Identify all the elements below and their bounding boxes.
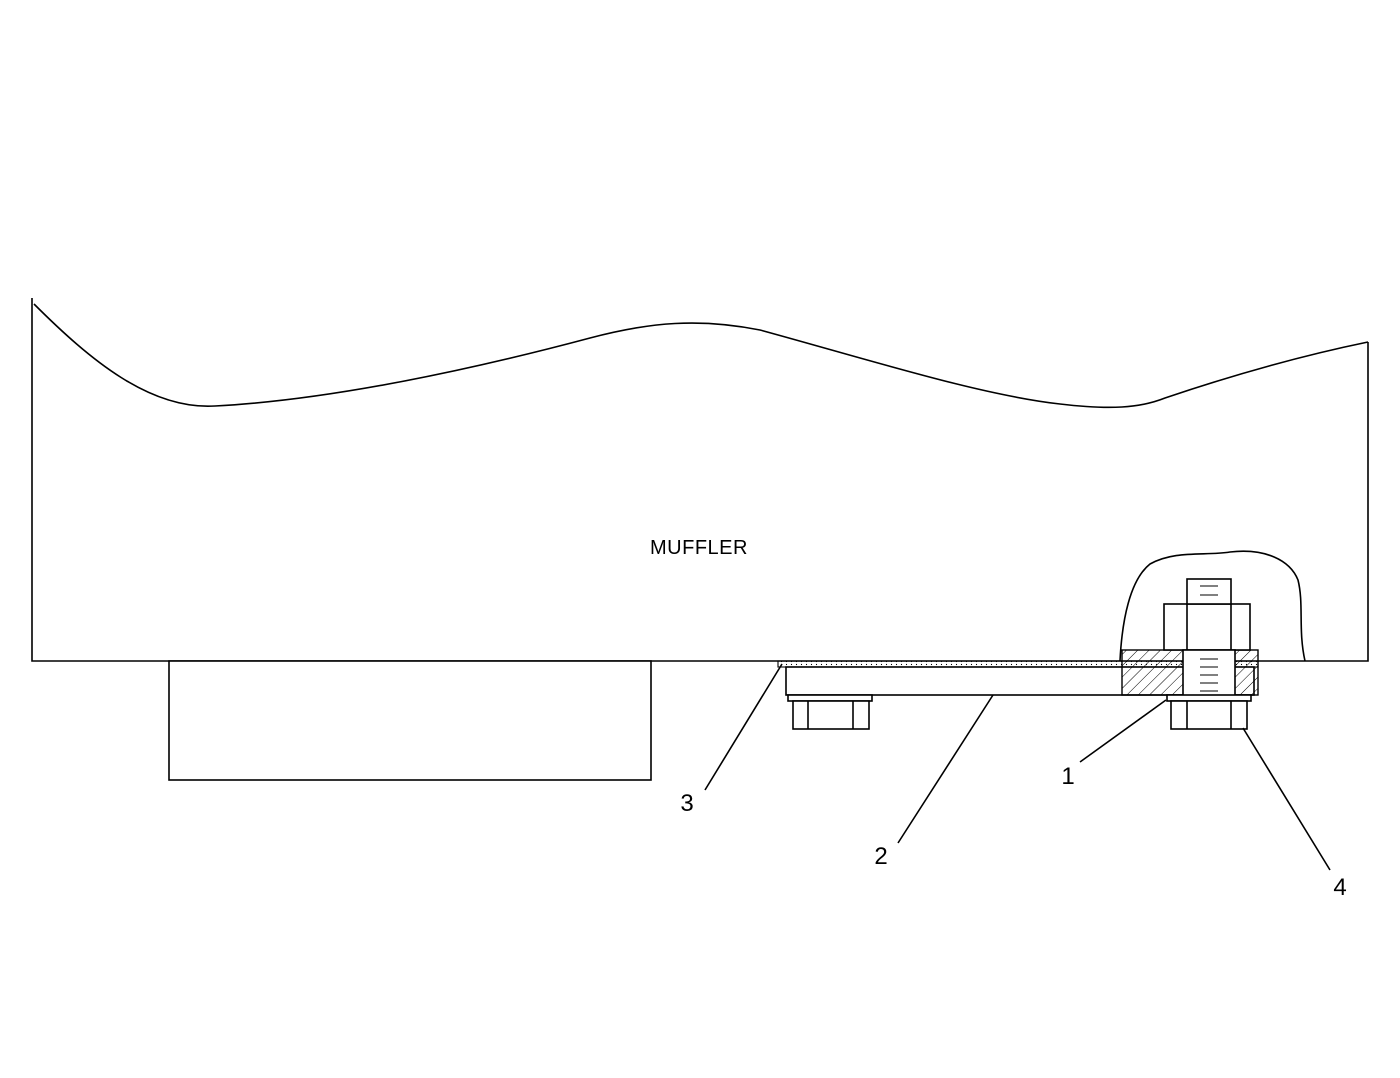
leader-3 [704, 663, 783, 791]
leader-lines [704, 663, 1331, 871]
leader-1 [1079, 699, 1167, 763]
bolt [1163, 578, 1251, 701]
callout-1: 1 [1061, 763, 1074, 790]
muffler-body [31, 298, 1369, 662]
muffler-break-line [33, 303, 1369, 409]
cutaway-outline [1119, 550, 1306, 662]
leader-4 [1242, 727, 1331, 871]
muffler-label: MUFFLER [650, 537, 748, 559]
leader-2 [897, 694, 994, 844]
callout-3: 3 [680, 790, 693, 817]
support-box [168, 660, 652, 781]
right-nut [1166, 694, 1252, 730]
callout-2: 2 [874, 843, 887, 870]
left-nut [787, 694, 873, 730]
callout-4: 4 [1333, 874, 1346, 901]
